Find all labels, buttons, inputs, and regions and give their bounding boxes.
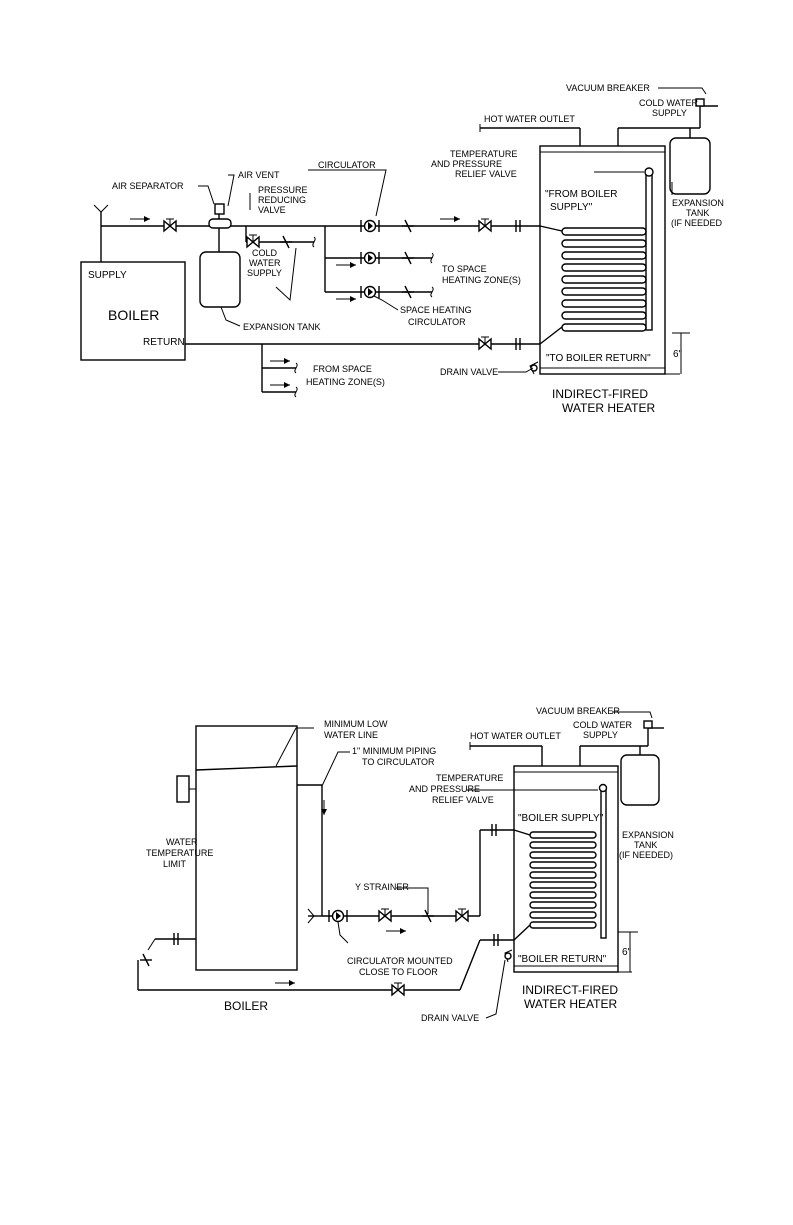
vacuum-breaker-label-2: VACUUM BREAKER xyxy=(536,706,620,716)
air-vent-label: AIR VENT xyxy=(238,170,280,180)
hot-water-outlet-label-2: HOT WATER OUTLET xyxy=(470,731,561,741)
cold-water-supply-label-1: COLD WATER xyxy=(639,98,699,108)
heater-title-2a: INDIRECT-FIRED xyxy=(522,983,618,997)
boiler-2 xyxy=(195,725,298,971)
circ-mounted-label-1: CIRCULATOR MOUNTED xyxy=(347,956,453,966)
cold-water-left-label-1: COLD xyxy=(252,248,278,258)
water-temp-limit xyxy=(176,775,190,803)
drain-valve-label-1: DRAIN VALVE xyxy=(440,367,498,377)
from-space-heating-label-1: FROM SPACE xyxy=(313,364,372,374)
drain-valve-1 xyxy=(529,361,539,375)
min-low-water-label-2: WATER LINE xyxy=(324,730,378,740)
prv-label-1: PRESSURE xyxy=(258,185,308,195)
cold-water-supply-label-2a: COLD WATER xyxy=(573,720,633,730)
tp-valve-label-2b: AND PRESSURE xyxy=(409,784,480,794)
hot-water-outlet-label-1: HOT WATER OUTLET xyxy=(484,114,575,124)
heater-title-2b: WATER HEATER xyxy=(524,997,617,1011)
boiler-label-2: BOILER xyxy=(224,999,268,1013)
expansion-tank-right-2 xyxy=(620,754,660,806)
from-boiler-supply-label-1: "FROM BOILER xyxy=(545,189,617,200)
from-space-heating-label-2: HEATING ZONE(S) xyxy=(306,377,385,387)
expansion-tank-right-label-3: (IF NEEDED xyxy=(671,218,723,228)
to-boiler-return-label: "TO BOILER RETURN" xyxy=(546,353,651,364)
min-piping-label-1: 1" MINIMUM PIPING xyxy=(352,746,436,756)
from-boiler-supply-label-2: SUPPLY" xyxy=(550,202,593,213)
expansion-tank-label-2b: TANK xyxy=(634,840,657,850)
heat-exchanger-coil-1 xyxy=(539,225,647,345)
six-inch-label-2: 6" xyxy=(622,947,632,958)
drain-valve-2 xyxy=(504,949,513,963)
diagram-1: SUPPLY BOILER RETURN xyxy=(80,83,724,415)
cold-water-left-label-3: SUPPLY xyxy=(247,268,282,278)
boiler-1 xyxy=(80,261,186,361)
cold-water-supply-label-2b: SUPPLY xyxy=(583,730,618,740)
boiler-supply-label-2: "BOILER SUPPLY" xyxy=(518,813,604,824)
air-separator-label: AIR SEPARATOR xyxy=(112,181,184,191)
min-piping-label-2: TO CIRCULATOR xyxy=(362,757,435,767)
heater-title-1a: INDIRECT-FIRED xyxy=(552,387,648,401)
cold-water-supply-label-2: SUPPLY xyxy=(652,108,687,118)
boiler-return-label: RETURN xyxy=(143,337,185,348)
tp-valve-label-1b: AND PRESSURE xyxy=(431,159,502,169)
expansion-tank-right-label-1: EXPANSION xyxy=(672,198,724,208)
water-heater-1 xyxy=(539,145,666,375)
expansion-tank-label-left: EXPANSION TANK xyxy=(243,322,321,332)
air-separator xyxy=(208,218,232,229)
heat-exchanger-coil-2 xyxy=(513,829,597,941)
water-heater-2 xyxy=(513,765,619,973)
tp-valve-label-1c: RELIEF VALVE xyxy=(455,169,517,179)
circulator-label-1: CIRCULATOR xyxy=(318,160,376,170)
prv-label-3: VALVE xyxy=(258,205,286,215)
vacuum-breaker-label-1: VACUUM BREAKER xyxy=(566,83,650,93)
vacuum-breaker-1 xyxy=(695,98,705,107)
water-temp-limit-label-2: TEMPERATURE xyxy=(146,848,213,858)
cold-water-left-label-2: WATER xyxy=(249,258,281,268)
expansion-tank-label-2c: (IF NEEDED) xyxy=(619,850,673,860)
diagram-2: BOILER WATER TEMPERATURE LIMIT xyxy=(137,706,674,1023)
tp-valve-label-1a: TEMPERATURE xyxy=(450,149,517,159)
prv-label-2: REDUCING xyxy=(258,195,306,205)
air-vent xyxy=(214,203,225,215)
heater-title-1b: WATER HEATER xyxy=(562,401,655,415)
expansion-tank-label-2a: EXPANSION xyxy=(622,830,674,840)
y-strainer-label: Y STRAINER xyxy=(355,882,409,892)
min-low-water-label-1: MINIMUM LOW xyxy=(324,719,388,729)
boiler-return-label-2: "BOILER RETURN" xyxy=(518,954,607,965)
water-temp-limit-label-1: WATER xyxy=(166,837,198,847)
circ-mounted-label-2: CLOSE TO FLOOR xyxy=(359,967,438,977)
space-heating-circ-label-1: SPACE HEATING xyxy=(400,305,472,315)
tp-valve-label-2c: RELIEF VALVE xyxy=(432,795,494,805)
vacuum-breaker-2 xyxy=(643,720,653,729)
tp-valve-label-2a: TEMPERATURE xyxy=(436,773,503,783)
expansion-tank-right-label-2: TANK xyxy=(686,208,709,218)
boiler-label: BOILER xyxy=(108,307,159,323)
six-inch-label-1: 6" xyxy=(673,349,683,360)
boiler-supply-label: SUPPLY xyxy=(88,270,127,281)
to-space-heating-label-2: HEATING ZONE(S) xyxy=(442,275,521,285)
drain-valve-label-2: DRAIN VALVE xyxy=(421,1013,479,1023)
water-temp-limit-label-3: LIMIT xyxy=(163,859,187,869)
expansion-tank-right-1 xyxy=(669,137,711,195)
expansion-tank-left xyxy=(199,251,241,308)
space-heating-circ-label-2: CIRCULATOR xyxy=(408,317,466,327)
to-space-heating-label-1: TO SPACE xyxy=(442,264,487,274)
